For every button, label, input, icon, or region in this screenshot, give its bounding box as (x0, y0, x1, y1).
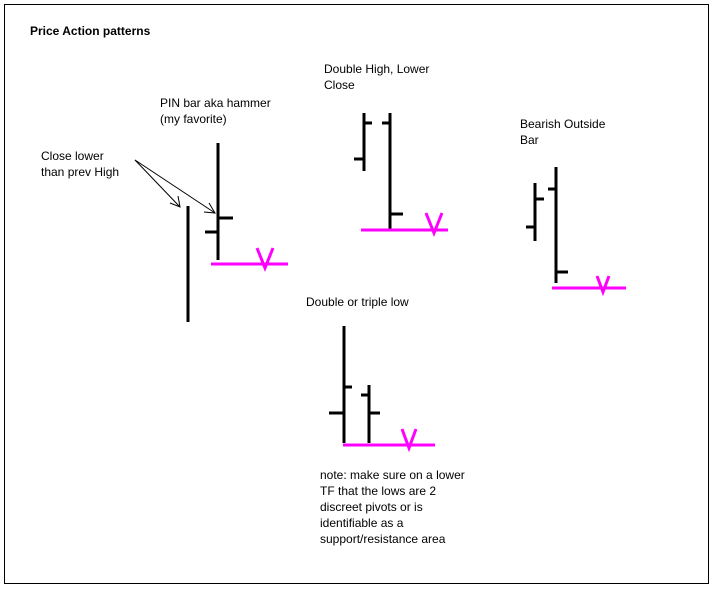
pin-bar-label: PIN bar aka hammer (my favorite) (160, 96, 271, 126)
dh-signal-v-icon (424, 212, 444, 238)
bearish-outside-signal (552, 275, 626, 297)
annotation-arrows (134, 159, 216, 214)
arrow-head-prev-high (169, 195, 181, 208)
close-lower-label: Close lower than prev High (41, 149, 120, 179)
double-low-pattern (329, 326, 380, 443)
bearish-outside-label: Bearish Outside Bar (520, 117, 606, 147)
note-text: note: make sure on a lower TF that the l… (320, 468, 465, 546)
double-low-signal (343, 428, 435, 453)
arrow-head-pin-close (203, 202, 216, 214)
bearish-outside-pattern (526, 167, 568, 283)
arrow-line-to-prev-high (134, 159, 181, 208)
double-low-label: Double or triple low (306, 295, 409, 309)
double-high-pattern (354, 113, 403, 229)
pin-signal-v-icon (255, 247, 275, 273)
dl-signal-v-icon (400, 428, 418, 453)
pin-bar-pattern (186, 143, 233, 322)
page-title: Price Action patterns (30, 24, 151, 38)
pin-bar-signal (211, 247, 288, 273)
diagram-frame (4, 4, 709, 584)
double-high-signal (361, 212, 448, 238)
arrow-line-to-pin-close (134, 159, 216, 214)
bo-signal-v-icon (595, 275, 611, 297)
double-high-label: Double High, Lower Close (324, 62, 430, 92)
